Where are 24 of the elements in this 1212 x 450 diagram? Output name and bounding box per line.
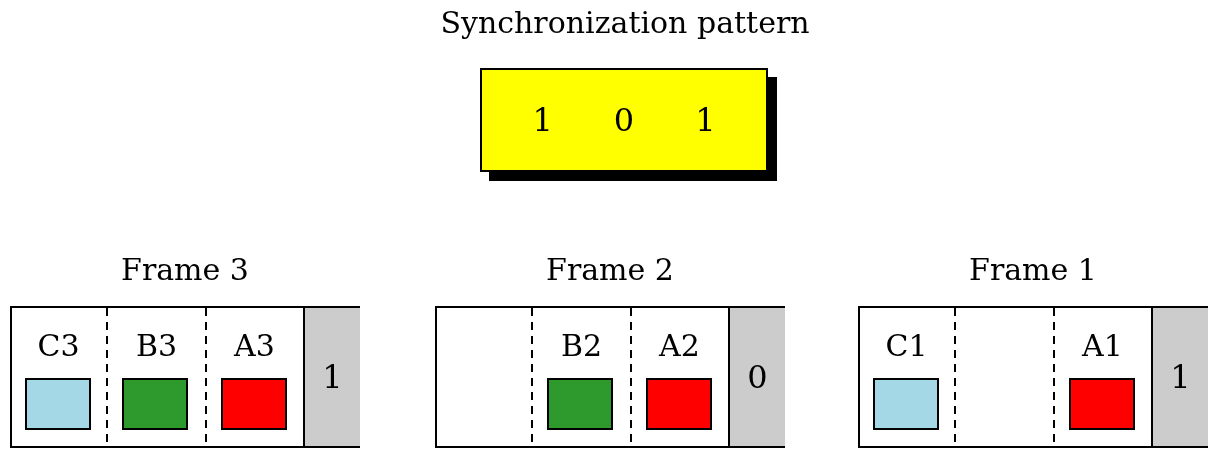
slot-label: B2 (559, 328, 604, 363)
pattern-title: Synchronization pattern (439, 5, 811, 40)
sync-bit-cell: 1 (303, 308, 360, 446)
color-square (646, 378, 712, 430)
slot-label: C3 (36, 328, 81, 363)
color-square (547, 378, 613, 430)
color-square (873, 378, 939, 430)
sync-bit-cell: 1 (1151, 308, 1208, 446)
frame-title: Frame 3 (120, 252, 250, 287)
slot-label: A1 (1080, 328, 1124, 363)
color-square (122, 378, 188, 430)
color-square (221, 378, 287, 430)
slot-label: A2 (657, 328, 701, 363)
bit-digit: 0 (613, 101, 635, 139)
color-square (25, 378, 91, 430)
slot-label: A3 (232, 328, 276, 363)
frame-title: Frame 2 (545, 252, 675, 287)
frame-title: Frame 1 (968, 252, 1098, 287)
slot-label: B3 (134, 328, 179, 363)
bit-digit: 1 (532, 101, 553, 139)
sync-bit-cell: 0 (728, 308, 785, 446)
color-square (1069, 378, 1135, 430)
bit-digit: 1 (695, 101, 716, 139)
slot-label: C1 (884, 328, 929, 363)
